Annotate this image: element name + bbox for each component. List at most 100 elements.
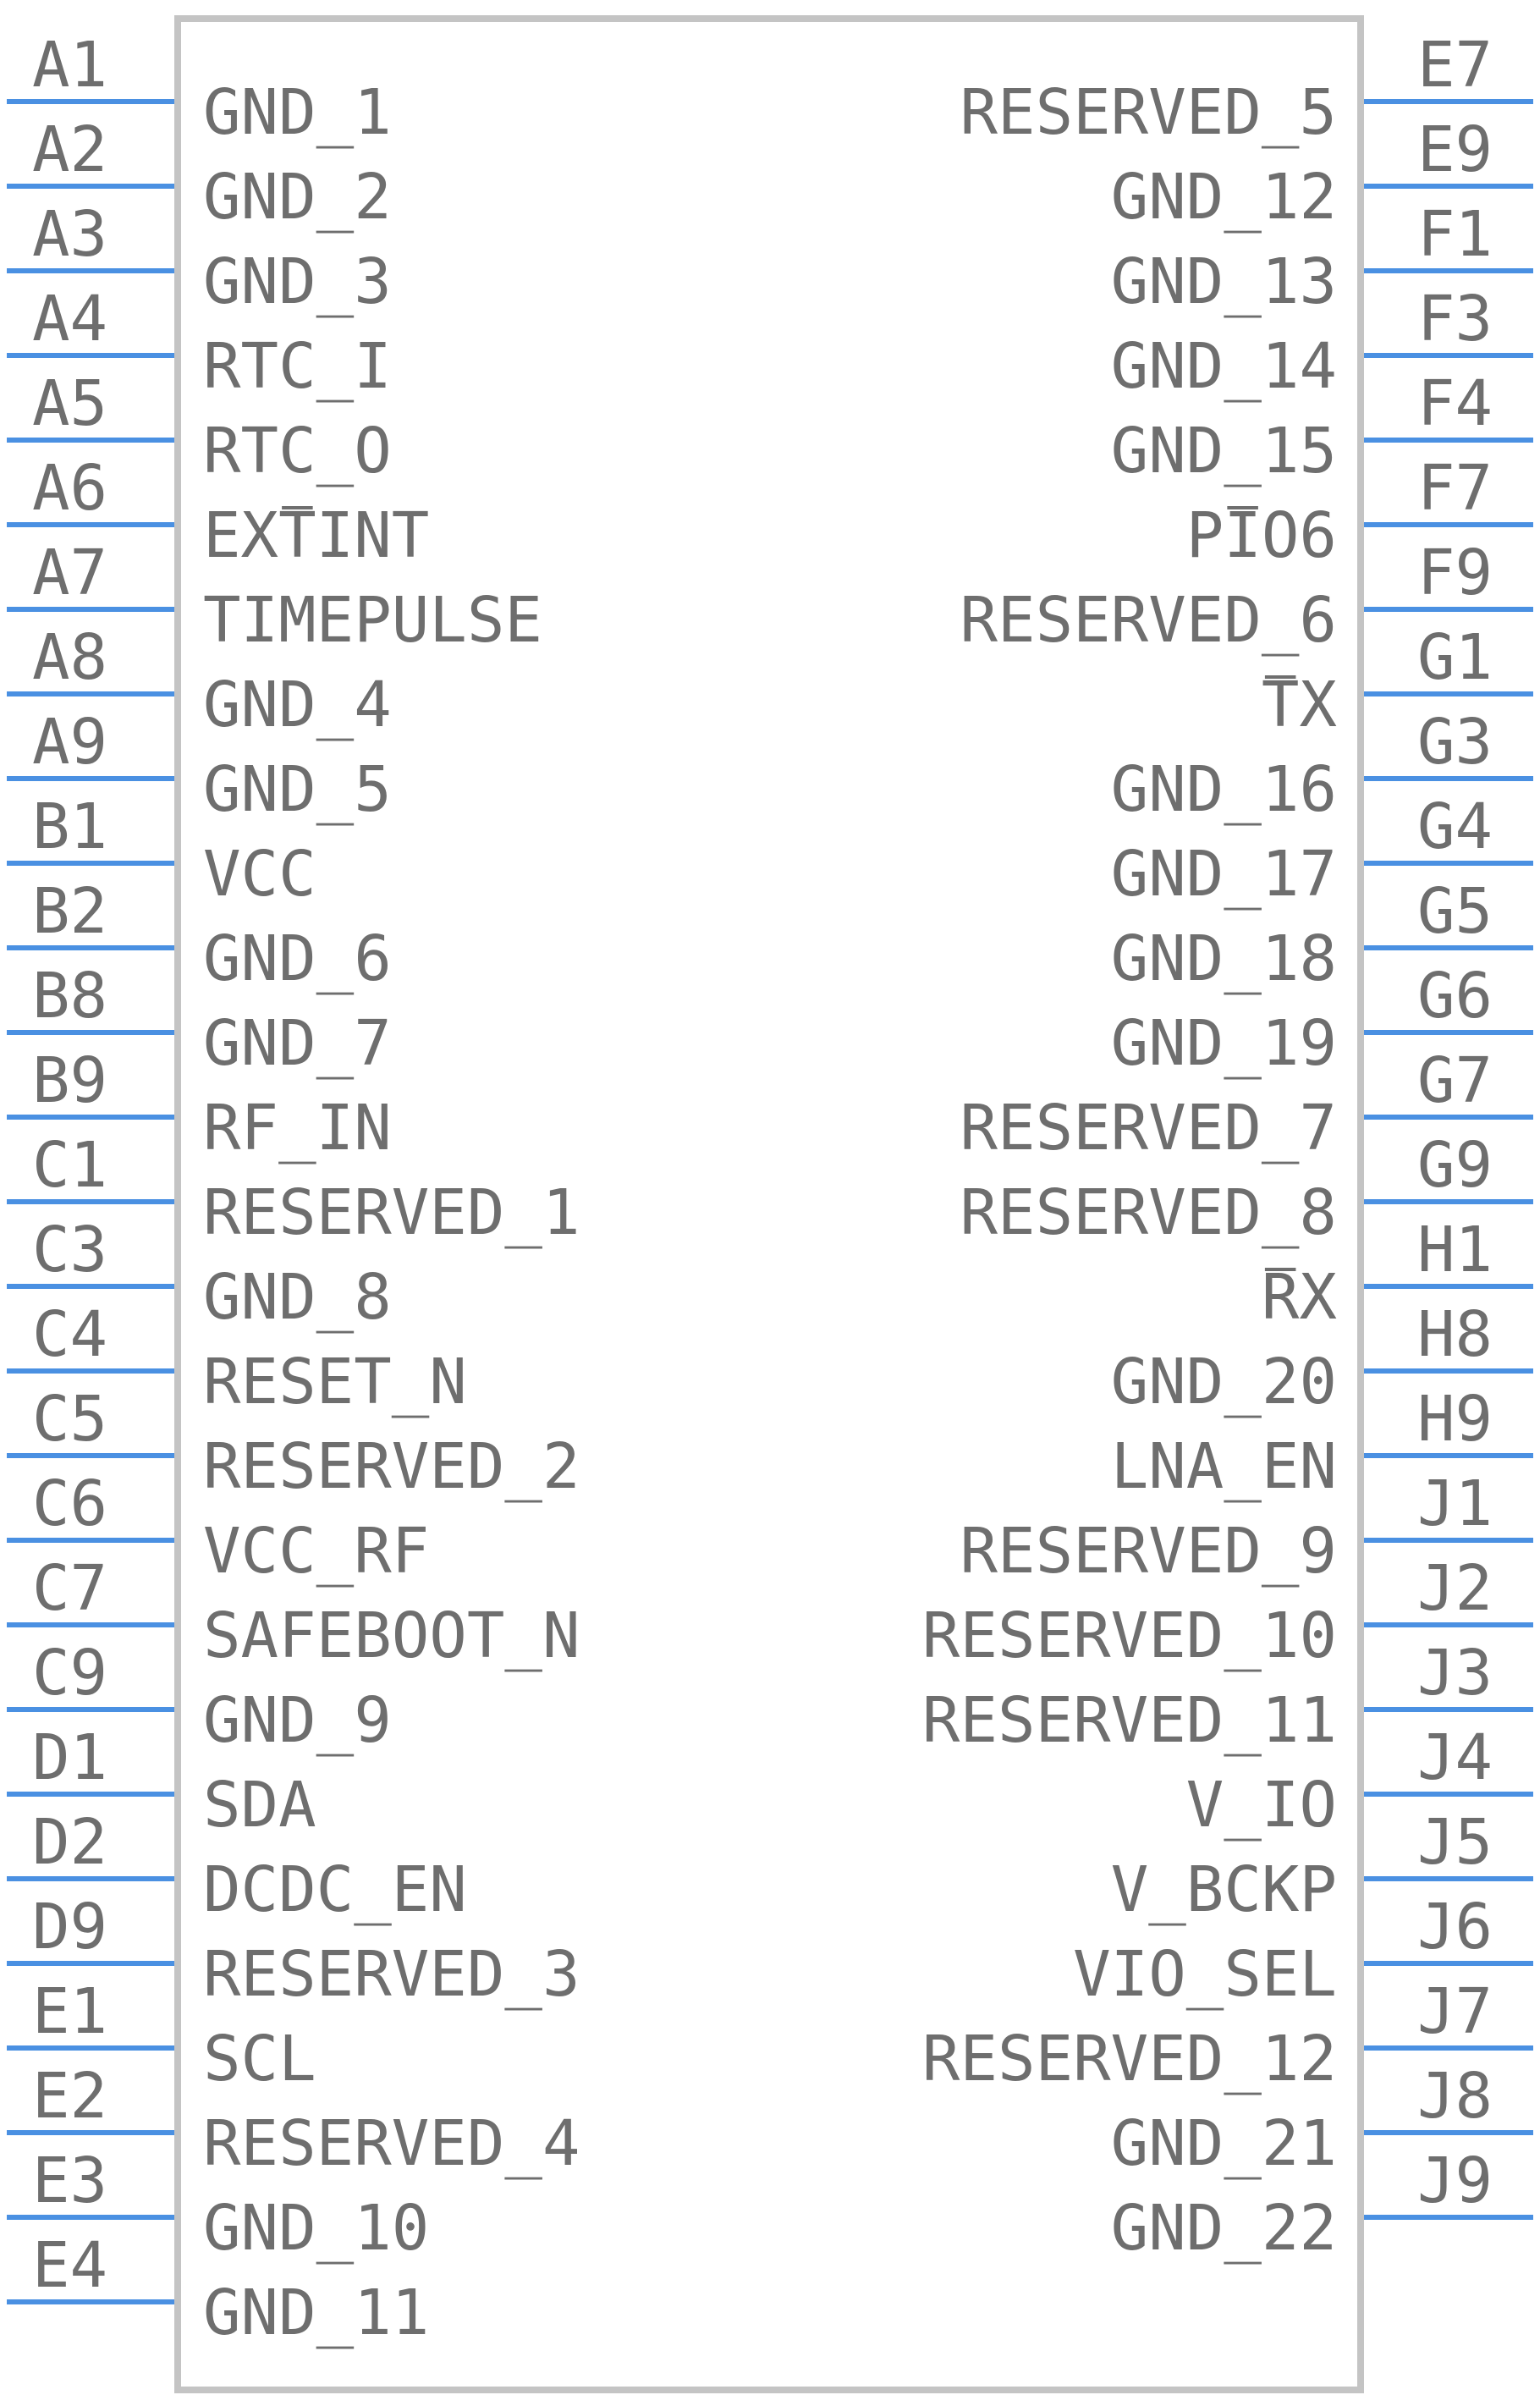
pin-number: G4	[1417, 790, 1493, 863]
signal-name: RF_IN	[203, 1092, 392, 1164]
pin-number: J4	[1417, 1721, 1493, 1794]
signal-name: GND_10	[203, 2192, 429, 2265]
signal-name: GND_8	[203, 1261, 392, 1334]
right-pin-group: E7RESERVED_5E9GND_12F1GND_13F3GND_14F4GN…	[922, 29, 1533, 2265]
pin-number: A3	[32, 198, 107, 271]
signal-name: GND_7	[203, 1007, 392, 1080]
pin-number: J8	[1417, 2060, 1493, 2133]
pin-number: G5	[1417, 875, 1493, 948]
pin-number: B9	[32, 1044, 107, 1117]
signal-name: GND_19	[1111, 1007, 1337, 1080]
signal-name: GND_1	[203, 76, 392, 149]
signal-name: GND_21	[1111, 2107, 1337, 2180]
signal-name: LNA_EN	[1111, 1430, 1337, 1503]
signal-name: RESERVED_4	[203, 2107, 580, 2180]
pin-number: E4	[32, 2229, 107, 2302]
pin-number: D9	[32, 1891, 107, 1963]
pin-number: G9	[1417, 1129, 1493, 1202]
signal-name: RESERVED_8	[960, 1176, 1337, 1249]
pin-number: A7	[32, 537, 107, 609]
pin-number: J2	[1417, 1552, 1493, 1625]
signal-name: GND_6	[203, 922, 392, 995]
pin-number: A2	[32, 113, 107, 186]
signal-name: RESERVED_6	[960, 584, 1337, 657]
pin-number: C1	[32, 1129, 107, 1202]
signal-name: RESERVED_7	[960, 1092, 1337, 1164]
signal-name: RESERVED_1	[203, 1176, 580, 1249]
signal-name: SDA	[203, 1769, 316, 1842]
signal-name: VCC	[203, 838, 316, 911]
pin-number: C7	[32, 1552, 107, 1625]
signal-name: RX	[1262, 1261, 1337, 1334]
pin-J5: J5V_BCKP	[1111, 1806, 1533, 1926]
signal-name: GND_20	[1111, 1346, 1337, 1418]
signal-name: RESERVED_10	[922, 1599, 1337, 1672]
pin-number: F4	[1417, 367, 1493, 440]
signal-name: GND_9	[203, 1684, 392, 1757]
signal-name: RTC_I	[203, 330, 392, 403]
pin-number: A9	[32, 706, 107, 779]
pin-number: E3	[32, 2144, 107, 2217]
signal-name: RESET_N	[203, 1346, 467, 1418]
pin-number: H9	[1417, 1383, 1493, 1456]
pin-number: C4	[32, 1298, 107, 1371]
signal-name: SCL	[203, 2023, 316, 2095]
signal-name: VCC_RF	[203, 1515, 429, 1588]
pin-number: J3	[1417, 1637, 1493, 1710]
pin-number: B1	[32, 790, 107, 863]
pin-number: E1	[32, 1975, 107, 2048]
pin-number: F3	[1417, 283, 1493, 355]
signal-name: GND_2	[203, 161, 392, 234]
signal-name: GND_4	[203, 669, 392, 741]
signal-name: RESERVED_3	[203, 1938, 580, 2011]
pin-number: J7	[1417, 1975, 1493, 2048]
pin-number: E7	[1417, 29, 1493, 102]
signal-name: RESERVED_5	[960, 76, 1337, 149]
signal-name: TX	[1262, 669, 1337, 741]
signal-name: V_BCKP	[1111, 1853, 1337, 1926]
signal-name: GND_15	[1111, 415, 1337, 487]
pin-number: C6	[32, 1467, 107, 1540]
signal-name: DCDC_EN	[203, 1853, 467, 1926]
pin-number: G1	[1417, 621, 1493, 694]
signal-name: RESERVED_9	[960, 1515, 1337, 1588]
pin-number: E9	[1417, 113, 1493, 186]
pin-number: B2	[32, 875, 107, 948]
pin-number: A5	[32, 367, 107, 440]
signal-name: GND_3	[203, 245, 392, 318]
pin-number: A8	[32, 621, 107, 694]
pin-number: A1	[32, 29, 107, 102]
